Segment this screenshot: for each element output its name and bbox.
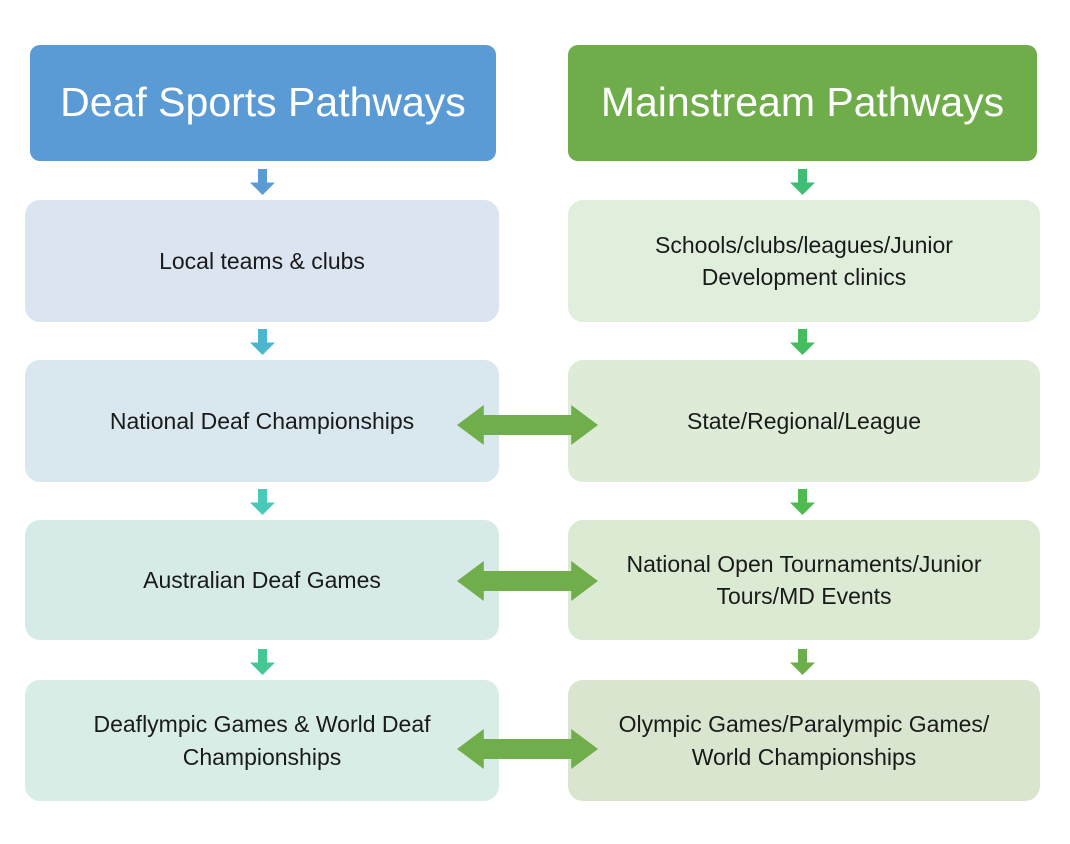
double-arrow-icon (457, 405, 598, 445)
down-arrow-icon (250, 489, 275, 515)
box-local-teams-clubs: Local teams & clubs (25, 200, 499, 322)
box-national-open-tournaments-junior-tours-md-events: National Open Tournaments/Junior Tours/M… (568, 520, 1040, 640)
mainstream-pathways-header: Mainstream Pathways (568, 45, 1037, 161)
down-arrow-icon (790, 169, 815, 195)
down-arrow-icon (250, 169, 275, 195)
down-arrow-icon (790, 489, 815, 515)
down-arrow-icon (250, 649, 275, 675)
double-arrow-icon (457, 729, 598, 769)
box-national-deaf-championships: National Deaf Championships (25, 360, 499, 482)
box-state-regional-league: State/Regional/League (568, 360, 1040, 482)
box-deaflympic-games-world-deaf-championships: Deaflympic Games & World Deaf Championsh… (25, 680, 499, 801)
down-arrow-icon (250, 329, 275, 355)
box-schools-clubs-leagues-junior-development: Schools/clubs/leagues/Junior Development… (568, 200, 1040, 322)
box-australian-deaf-games: Australian Deaf Games (25, 520, 499, 640)
double-arrow-icon (457, 561, 598, 601)
down-arrow-icon (790, 649, 815, 675)
deaf-sports-pathways-header: Deaf Sports Pathways (30, 45, 496, 161)
down-arrow-icon (790, 329, 815, 355)
box-olympic-paralympic-world-championships: Olympic Games/Paralympic Games/ World Ch… (568, 680, 1040, 801)
